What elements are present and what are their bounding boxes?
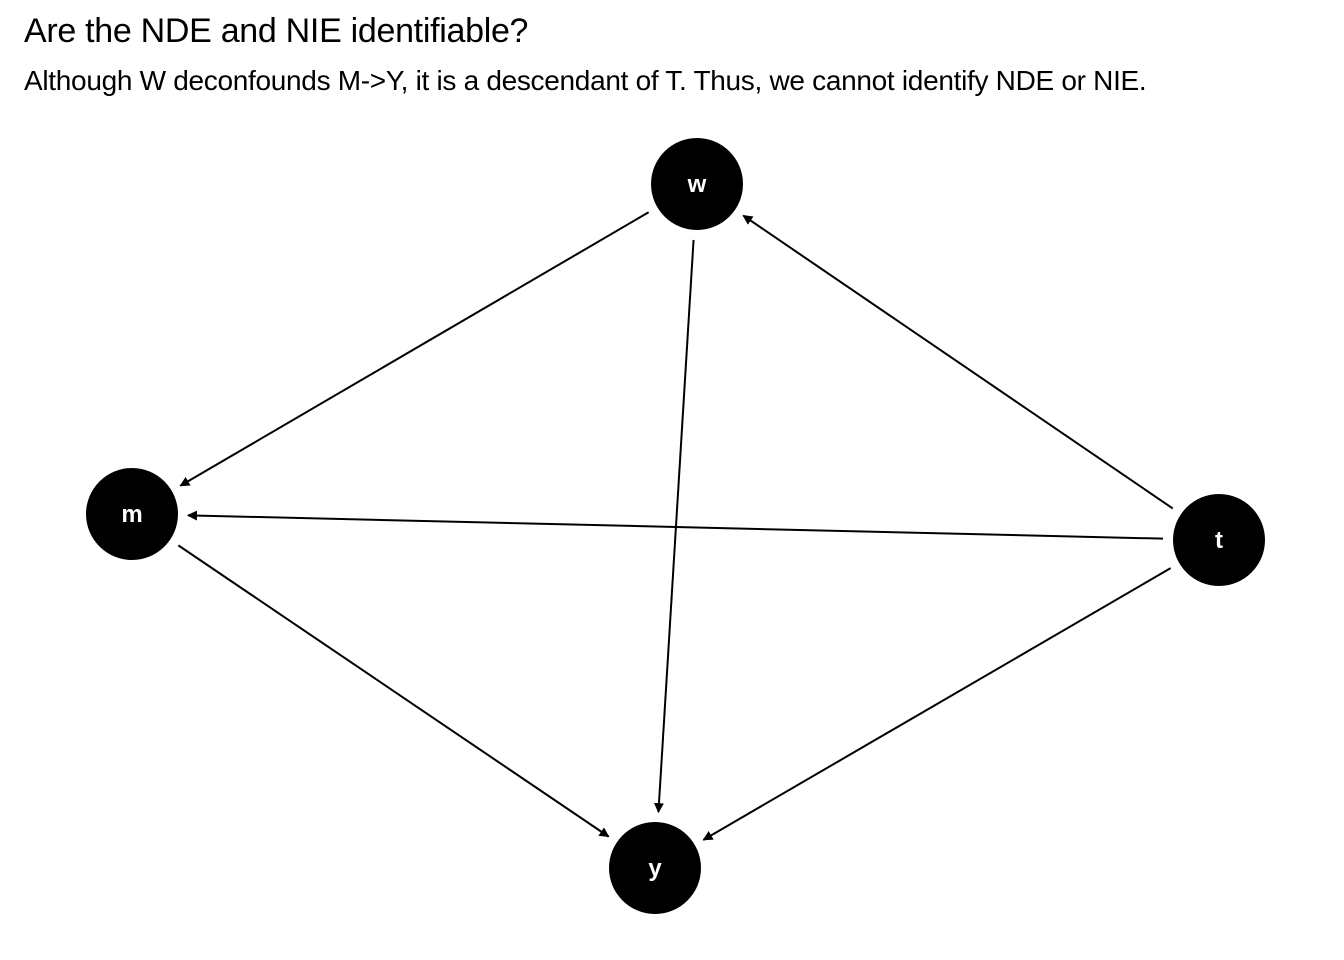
node-y: y (609, 822, 701, 914)
edge-w-to-m (179, 211, 650, 487)
node-t: t (1173, 494, 1265, 586)
node-w: w (651, 138, 743, 230)
node-circle-y (609, 822, 701, 914)
edge-t-to-m (186, 510, 1164, 540)
edge-t-to-y (702, 567, 1172, 841)
page-subtitle: Although W deconfounds M->Y, it is a des… (24, 65, 1147, 96)
nodes-layer: w m t y (86, 138, 1265, 914)
node-circle-t (1173, 494, 1265, 586)
node-label-y: y (648, 855, 662, 882)
node-circle-w (651, 138, 743, 230)
node-label-t: t (1215, 527, 1223, 554)
node-m: m (86, 468, 178, 560)
node-label-m: m (121, 501, 142, 528)
node-label-w: w (687, 171, 707, 198)
page-title: Are the NDE and NIE identifiable? (24, 12, 529, 50)
edge-w-to-y (653, 239, 695, 814)
edges-layer (177, 211, 1174, 841)
node-circle-m (86, 468, 178, 560)
edge-m-to-y (177, 544, 610, 838)
edge-t-to-w (742, 214, 1174, 510)
